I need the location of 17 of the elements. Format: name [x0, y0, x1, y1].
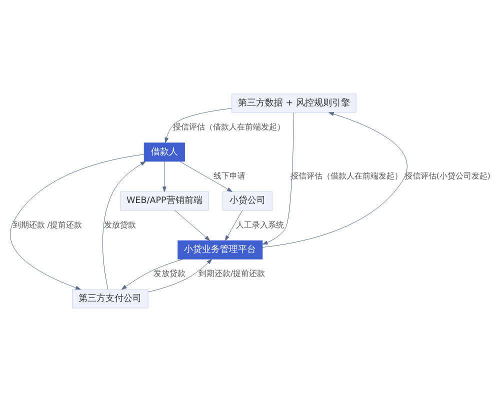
- node-box: 小贷公司: [222, 191, 272, 211]
- arrow: [162, 161, 166, 192]
- arrow: [262, 112, 408, 248]
- arrow: [180, 161, 232, 192]
- node-box: 借款人: [144, 142, 185, 162]
- arrow: [102, 161, 146, 290]
- node-box: 小贷业务管理平台: [178, 240, 263, 260]
- node-box: WEB/APP营销前端: [120, 191, 209, 211]
- arrow: [148, 259, 212, 292]
- arrow: [224, 210, 243, 241]
- arrow: [262, 112, 294, 245]
- node-box: 第三方支付公司: [72, 289, 148, 308]
- arrow: [121, 258, 184, 290]
- arrow: [10, 154, 144, 290]
- arrow: [164, 108, 232, 143]
- arrow: [174, 210, 210, 241]
- node-box: 第三方数据 + 风控规则引擎: [232, 94, 356, 113]
